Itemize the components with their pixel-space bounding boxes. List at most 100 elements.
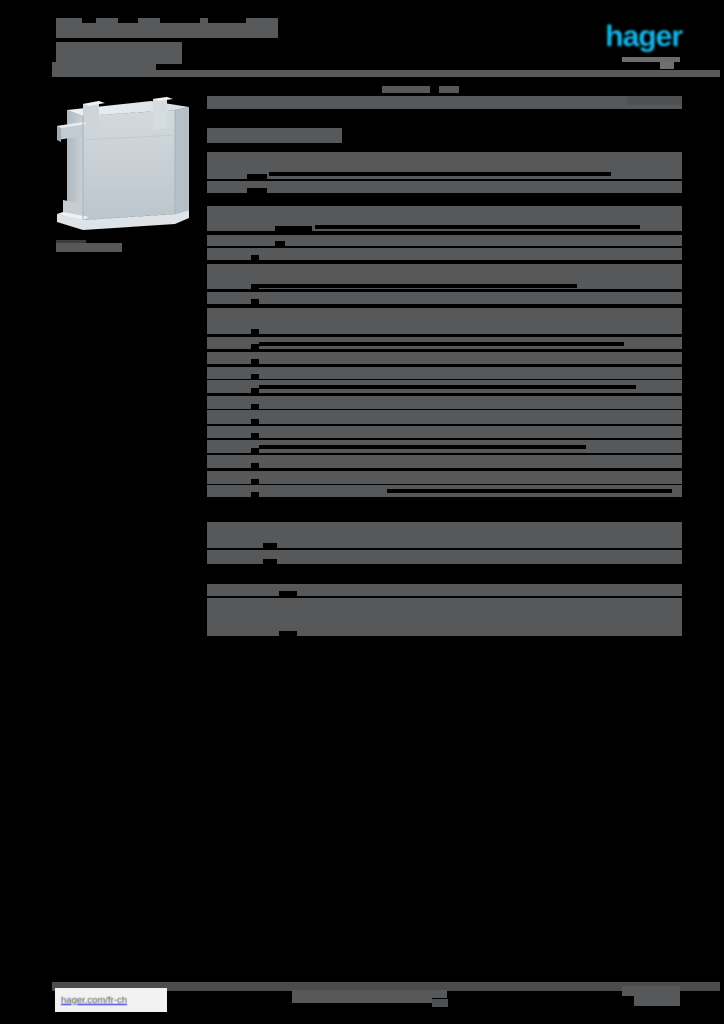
footer-website-link[interactable]: hager.com/fr-ch bbox=[55, 988, 167, 1012]
spec-value bbox=[207, 292, 682, 304]
label-gap bbox=[251, 344, 259, 349]
leader-line bbox=[315, 225, 640, 229]
leader-line bbox=[269, 172, 611, 176]
footer-center-tail bbox=[432, 999, 448, 1007]
table-row bbox=[207, 181, 682, 193]
spec-value bbox=[207, 367, 682, 379]
table-row bbox=[207, 206, 682, 231]
spec-value bbox=[207, 455, 682, 468]
content-column bbox=[207, 86, 682, 636]
product-reference-row bbox=[207, 86, 682, 112]
group-separator bbox=[207, 497, 682, 500]
title-notch bbox=[208, 18, 246, 23]
header-rule-tick bbox=[660, 62, 674, 69]
page-title-line-2 bbox=[56, 42, 182, 64]
product-caption bbox=[56, 243, 122, 252]
table-row bbox=[207, 584, 682, 596]
spec-value bbox=[207, 598, 682, 636]
header-rule bbox=[52, 70, 720, 77]
table-row bbox=[207, 337, 682, 349]
header-rule-left bbox=[52, 62, 156, 71]
page-title bbox=[56, 18, 356, 66]
footer-center-text-2 bbox=[292, 996, 432, 1003]
spec-value bbox=[207, 352, 682, 364]
label-gap bbox=[251, 492, 259, 497]
spec-value bbox=[207, 584, 682, 596]
product-description bbox=[207, 96, 682, 109]
label-gap bbox=[251, 299, 259, 304]
footer-center-text bbox=[292, 990, 447, 998]
label-gap bbox=[251, 419, 259, 424]
footer-page-number-2 bbox=[634, 994, 680, 1006]
table-row bbox=[207, 264, 682, 289]
spec-value bbox=[207, 248, 682, 260]
label-gap bbox=[251, 284, 259, 289]
label-gap bbox=[251, 463, 259, 468]
table-row bbox=[207, 292, 682, 304]
label-gap bbox=[251, 404, 259, 409]
label-gap bbox=[263, 559, 277, 564]
footer-rule bbox=[52, 982, 720, 991]
leader-line bbox=[387, 489, 672, 493]
label-gap bbox=[251, 255, 259, 260]
spec-value bbox=[207, 471, 682, 484]
product-caption-accent bbox=[56, 240, 86, 245]
leader-line bbox=[259, 385, 636, 389]
label-gap bbox=[247, 188, 267, 193]
group-separator bbox=[207, 193, 682, 196]
table-row bbox=[207, 455, 682, 468]
section-heading bbox=[207, 128, 342, 143]
product-reference bbox=[382, 86, 430, 93]
footer-page-number bbox=[622, 986, 680, 996]
label-gap bbox=[251, 359, 259, 364]
spec-value bbox=[207, 522, 682, 548]
leader-line bbox=[259, 284, 577, 288]
table-row bbox=[207, 426, 682, 438]
label-gap bbox=[251, 374, 259, 379]
spec-value bbox=[207, 396, 682, 409]
group-separator bbox=[207, 564, 682, 567]
spec-value bbox=[207, 235, 682, 246]
spec-value bbox=[207, 181, 682, 193]
title-notch bbox=[82, 18, 96, 23]
table-row bbox=[207, 522, 682, 548]
logo-underline bbox=[622, 57, 680, 62]
table-row bbox=[207, 598, 682, 636]
table-row bbox=[207, 367, 682, 379]
title-notch bbox=[118, 18, 138, 23]
table-row bbox=[207, 396, 682, 409]
footer-website-url: hager.com/fr-ch bbox=[61, 994, 127, 1006]
spec-value bbox=[207, 550, 682, 564]
label-gap bbox=[275, 241, 285, 246]
label-gap bbox=[275, 226, 312, 231]
product-image bbox=[55, 88, 201, 236]
leader-line bbox=[259, 445, 586, 449]
table-row bbox=[207, 410, 682, 424]
label-gap bbox=[251, 388, 259, 393]
product-description-tail bbox=[627, 96, 682, 105]
table-row bbox=[207, 248, 682, 260]
table-row bbox=[207, 308, 682, 334]
hager-logo: hager bbox=[605, 20, 683, 53]
table-row bbox=[207, 235, 682, 246]
table-row bbox=[207, 440, 682, 453]
table-row bbox=[207, 550, 682, 564]
label-gap bbox=[279, 631, 297, 636]
page-title-line-1 bbox=[56, 18, 278, 38]
product-reference-suffix bbox=[439, 86, 459, 93]
label-gap bbox=[251, 448, 259, 453]
table-row bbox=[207, 380, 682, 393]
table-row bbox=[207, 485, 682, 497]
table-row bbox=[207, 352, 682, 364]
spec-value bbox=[207, 426, 682, 438]
specification-table bbox=[207, 152, 682, 636]
label-gap bbox=[251, 479, 259, 484]
title-notch bbox=[160, 18, 200, 23]
label-gap bbox=[279, 591, 297, 596]
label-gap bbox=[251, 433, 259, 438]
label-gap bbox=[263, 543, 277, 548]
leader-line bbox=[259, 342, 624, 346]
label-gap bbox=[247, 174, 267, 179]
spec-value bbox=[207, 308, 682, 334]
